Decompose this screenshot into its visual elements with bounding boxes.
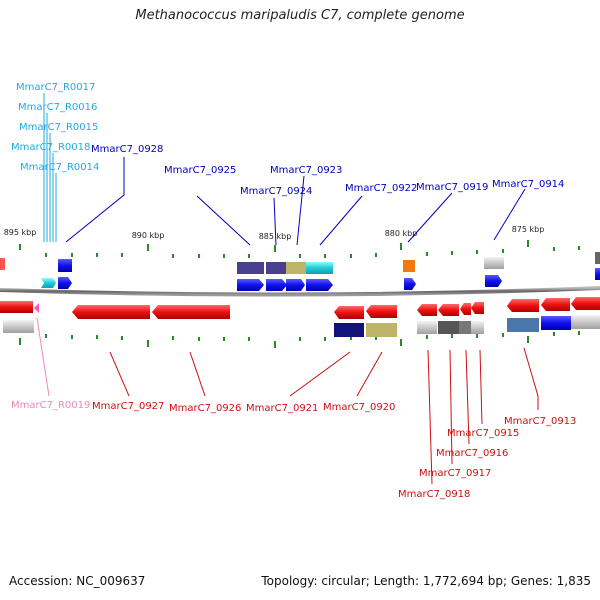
- scale-label-885: 885 kbp: [259, 232, 292, 241]
- gene-MmarC7_0924[interactable]: [266, 279, 287, 291]
- forward-cog-boxes: [0, 252, 600, 274]
- gene-MmarC7_0925[interactable]: [237, 279, 264, 291]
- label-MmarC7_R0017[interactable]: MmarC7_R0017: [16, 82, 95, 93]
- label-MmarC7_0918[interactable]: MmarC7_0918: [398, 489, 470, 500]
- gene-MmarC7_R0019[interactable]: [34, 303, 39, 313]
- scale-label-875: 875 kbp: [512, 225, 545, 234]
- leader-lines-forward: [65, 157, 526, 246]
- label-MmarC7_0922[interactable]: MmarC7_0922: [345, 183, 417, 194]
- label-MmarC7_0923[interactable]: MmarC7_0923: [270, 165, 342, 176]
- leader-lines-rna-reverse: [36, 317, 50, 397]
- label-MmarC7_0919[interactable]: MmarC7_0919: [416, 182, 488, 193]
- scale-ticks-inner: [19, 331, 580, 348]
- label-MmarC7_0924[interactable]: MmarC7_0924: [240, 186, 312, 197]
- gene-MmarC7_0921[interactable]: [334, 306, 364, 319]
- reverse-cog-boxes: [3, 315, 600, 337]
- leader-lines-reverse: [109, 347, 539, 485]
- gene-MmarC7_0928[interactable]: [58, 277, 72, 289]
- label-MmarC7_0915[interactable]: MmarC7_0915: [447, 428, 519, 439]
- scale-label-895: 895 kbp: [4, 228, 37, 237]
- label-MmarC7_0928[interactable]: MmarC7_0928: [91, 144, 163, 155]
- gene-MmarC7_0915[interactable]: [471, 302, 484, 314]
- label-MmarC7_0921[interactable]: MmarC7_0921: [246, 403, 318, 414]
- gene-MmarC7_0920[interactable]: [366, 305, 397, 318]
- label-MmarC7_0927[interactable]: MmarC7_0927: [92, 401, 164, 412]
- label-MmarC7_0913[interactable]: MmarC7_0913: [504, 416, 576, 427]
- gene-MmarC7_R0014-R0018[interactable]: [41, 278, 56, 288]
- gene-MmarC7_0916[interactable]: [460, 303, 471, 315]
- label-MmarC7_R0019[interactable]: MmarC7_R0019: [11, 400, 90, 411]
- genome-backbone: [0, 286, 600, 297]
- forward-genes: [41, 268, 600, 291]
- scale-label-880: 880 kbp: [385, 229, 418, 238]
- gene-reverse-edge-left[interactable]: [0, 301, 33, 313]
- label-MmarC7_R0016[interactable]: MmarC7_R0016: [18, 102, 97, 113]
- gene-MmarC7_0927[interactable]: [72, 305, 150, 319]
- label-MmarC7_R0015[interactable]: MmarC7_R0015: [19, 122, 98, 133]
- gene-MmarC7_0919[interactable]: [404, 278, 416, 290]
- footer-accession: Accession: NC_009637: [9, 574, 146, 588]
- gene-MmarC7_0918[interactable]: [417, 304, 437, 316]
- label-MmarC7_0920[interactable]: MmarC7_0920: [323, 402, 395, 413]
- label-MmarC7_0925[interactable]: MmarC7_0925: [164, 165, 236, 176]
- scale-label-890: 890 kbp: [132, 231, 165, 240]
- gene-MmarC7_0926[interactable]: [152, 305, 230, 319]
- leader-lines-rna: [43, 93, 57, 242]
- reverse-genes: [0, 297, 600, 319]
- gene-MmarC7_0914[interactable]: [485, 275, 502, 287]
- label-MmarC7_0914[interactable]: MmarC7_0914: [492, 179, 564, 190]
- label-MmarC7_0926[interactable]: MmarC7_0926: [169, 403, 241, 414]
- label-MmarC7_0916[interactable]: MmarC7_0916: [436, 448, 508, 459]
- gene-MmarC7_0922[interactable]: [306, 279, 333, 291]
- scale-ticks-outer: [19, 240, 580, 258]
- footer-topology: Topology: circular; Length: 1,772,694 bp…: [261, 574, 591, 588]
- gene-reverse-right-2[interactable]: [571, 297, 600, 310]
- label-MmarC7_R0014[interactable]: MmarC7_R0014: [20, 162, 99, 173]
- gene-MmarC7_0923[interactable]: [286, 279, 305, 291]
- gene-reverse-right-1[interactable]: [541, 298, 570, 311]
- gene-forward-edge[interactable]: [595, 268, 600, 280]
- label-MmarC7_R0018[interactable]: MmarC7_R0018: [11, 142, 90, 153]
- page-title: Methanococcus maripaludis C7, complete g…: [135, 8, 465, 23]
- label-MmarC7_0917[interactable]: MmarC7_0917: [419, 468, 491, 479]
- gene-MmarC7_0917[interactable]: [438, 304, 459, 316]
- gene-MmarC7_0913[interactable]: [507, 299, 539, 312]
